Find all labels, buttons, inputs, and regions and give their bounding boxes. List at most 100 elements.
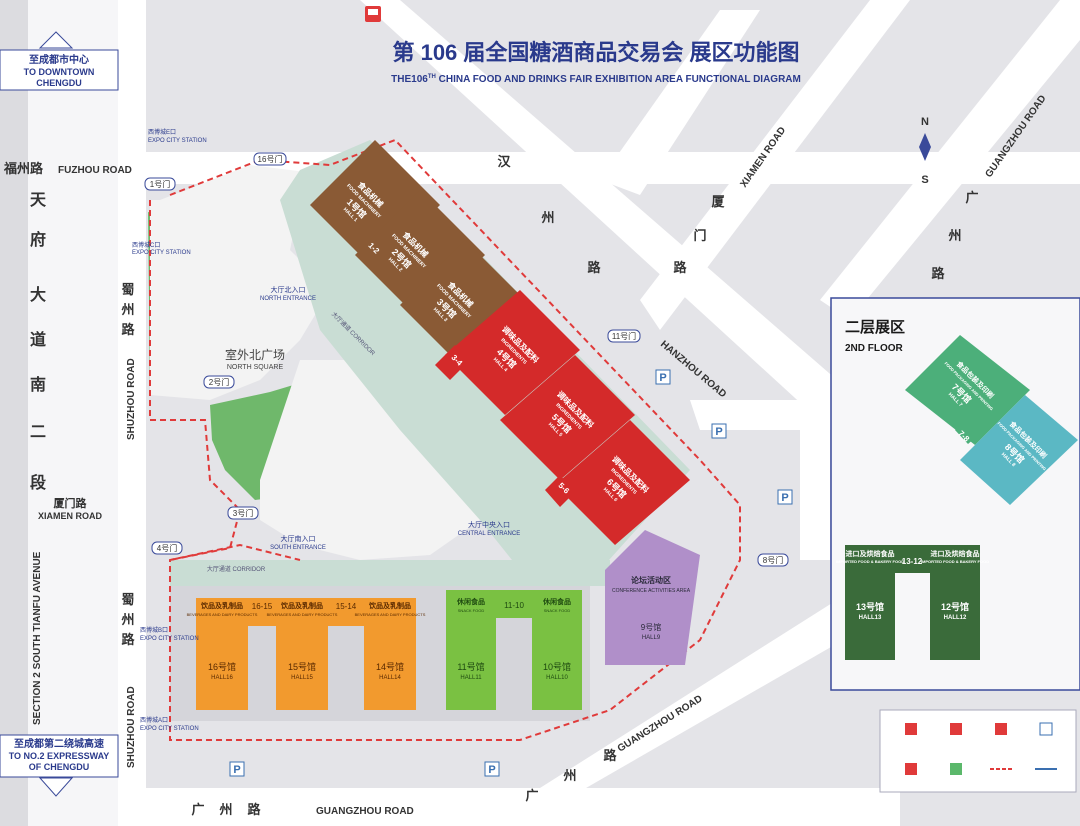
hall-14-en: HALL14 (379, 675, 401, 681)
hall-11[interactable] (446, 590, 496, 710)
arrow-down-icon (38, 777, 74, 797)
title-en-sup: TH (428, 74, 436, 80)
connector-label: 13-12 (902, 557, 923, 566)
parking-label: P (715, 426, 722, 438)
connector-7-8 (955, 418, 982, 444)
station-label: 西博城E口 (148, 128, 176, 136)
gate-1: 1号门 (150, 179, 170, 189)
station-label: 西博城B口 (140, 626, 168, 634)
central-plaza (260, 360, 480, 560)
hall-14-sub: BEVERAGES AND DAIRY PRODUCTS (355, 612, 426, 617)
connector-label: 11-10 (504, 601, 524, 610)
hall-16-en: HALL16 (211, 675, 233, 681)
hall-16-category: 饮品及乳制品 (200, 601, 243, 610)
gate-3: 3号门 (233, 508, 253, 518)
north-entrance-en: NORTH ENTRANCE (260, 296, 316, 302)
hall-10[interactable] (532, 590, 582, 710)
hall-9-sub: CONFERENCE ACTIVITIES AREA (612, 588, 691, 594)
parking-label: P (781, 492, 788, 504)
hall-8[interactable] (960, 395, 1078, 505)
hall-10-sub: SNACK FOOD (544, 608, 571, 613)
hanzhou-char: 州 (540, 210, 554, 225)
hall-10-category: 休闲食品 (542, 597, 571, 606)
hall-9-number: 9号馆 (641, 622, 661, 632)
hall-12[interactable] (930, 545, 980, 660)
tianfu-char: 道 (30, 330, 46, 349)
hall-13-number: 13号馆 (856, 601, 884, 612)
downtown-en-1: TO DOWNTOWN (24, 67, 95, 77)
station-en-label: EXPO CITY STATION (140, 726, 199, 732)
shuzhou-char: 蜀 (121, 282, 134, 297)
guangzhou-char: 州 (218, 802, 232, 817)
tianfu-road-en: SECTION 2 SOUTH TIANFU AVENUE (32, 551, 43, 725)
hall-4[interactable] (445, 290, 580, 415)
hall-16[interactable] (196, 598, 248, 710)
hall-11-number: 11号馆 (457, 661, 484, 672)
hall-16-sub: BEVERAGES AND DAIRY PRODUCTS (187, 612, 258, 617)
parking-icons (229, 369, 793, 777)
hall-15-category: 饮品及乳制品 (280, 601, 323, 610)
hall-16-number: 16号馆 (208, 661, 236, 672)
station-en-label: EXPO CITY STATION (148, 138, 207, 144)
connector-11-10 (496, 590, 532, 618)
compass-south: S (921, 174, 928, 186)
fuzhou-road-en: FUZHOU ROAD (58, 165, 132, 176)
station-label: 西博城A口 (140, 716, 168, 724)
station-en-label: EXPO CITY STATION (140, 636, 199, 642)
xiamen-road-en: XIAMEN ROAD (38, 511, 103, 521)
shuzhou-char: 路 (121, 322, 135, 337)
connector-13-12 (895, 545, 930, 573)
tianfu-char: 天 (30, 192, 47, 209)
xiamen-diag-char: 厦 (711, 194, 725, 209)
hall-9[interactable] (605, 530, 700, 665)
hall-6[interactable] (555, 420, 690, 545)
fair-boundary (169, 138, 741, 741)
parking-label: P (659, 372, 666, 384)
hall-13-en: HALL13 (859, 615, 882, 621)
guangzhou-se-char: 广 (525, 788, 538, 803)
arrow-up-icon (38, 31, 74, 49)
downtown-en-2: CHENGDU (36, 78, 82, 88)
compass-north: N (921, 116, 929, 128)
connector-label: 15-14 (336, 602, 357, 611)
connector-5-6 (545, 475, 575, 507)
guangzhou-se-char: 路 (603, 748, 617, 763)
north-square-en: NORTH SQUARE (227, 364, 284, 371)
north-square-ground (150, 165, 330, 400)
fuzhou-road-cn: 福州路 (3, 161, 44, 176)
north-entrance-label: 大厅北入口 (271, 285, 306, 294)
connector-15-14 (328, 598, 364, 626)
station-en-label: EXPO CITY STATION (132, 250, 191, 256)
shuzhou-road-en: SHUZHOU ROAD (126, 358, 137, 440)
connector-label: 16-15 (252, 602, 273, 611)
guangzhou-ne-char: 广 (965, 190, 978, 205)
second-floor-title: 二层展区 (845, 319, 905, 336)
xiamen-diag-char: 路 (673, 260, 687, 275)
guangzhou-road-en: GUANGZHOU ROAD (316, 806, 414, 817)
hall-15[interactable] (276, 598, 328, 710)
central-entrance-en: CENTRAL ENTRANCE (458, 531, 520, 537)
guangzhou-ne-char: 路 (931, 266, 945, 281)
hall-13[interactable] (845, 545, 895, 660)
hall-14[interactable] (364, 598, 416, 710)
xiamen-road-cn: 厦门路 (54, 496, 88, 510)
shuzhou-road-en-2: SHUZHOU ROAD (126, 686, 137, 768)
page-title: 第 106 届全国糖酒商品交易会 展区功能图 (392, 40, 799, 65)
title-en-prefix: THE106 (391, 74, 428, 85)
legend-box (879, 709, 1077, 793)
south-entrance-label: 大厅南入口 (281, 534, 316, 543)
central-entrance-label: 大厅中央入口 (468, 520, 510, 529)
south-corridor (170, 560, 610, 586)
hall-5[interactable] (500, 355, 635, 480)
hall-11-category: 休闲食品 (456, 597, 485, 606)
parking-label: P (488, 764, 495, 776)
expressway-cn: 至成都第二绕城高速 (14, 737, 104, 750)
title-en-rest: CHINA FOOD AND DRINKS FAIR EXHIBITION AR… (436, 74, 801, 85)
hall-9-category: 论坛活动区 (631, 575, 671, 585)
hall-7[interactable] (905, 335, 1030, 445)
connector-3-4 (435, 345, 470, 380)
shuzhou-char: 州 (120, 612, 134, 627)
second-floor-title-en: 2ND FLOOR (845, 343, 904, 354)
